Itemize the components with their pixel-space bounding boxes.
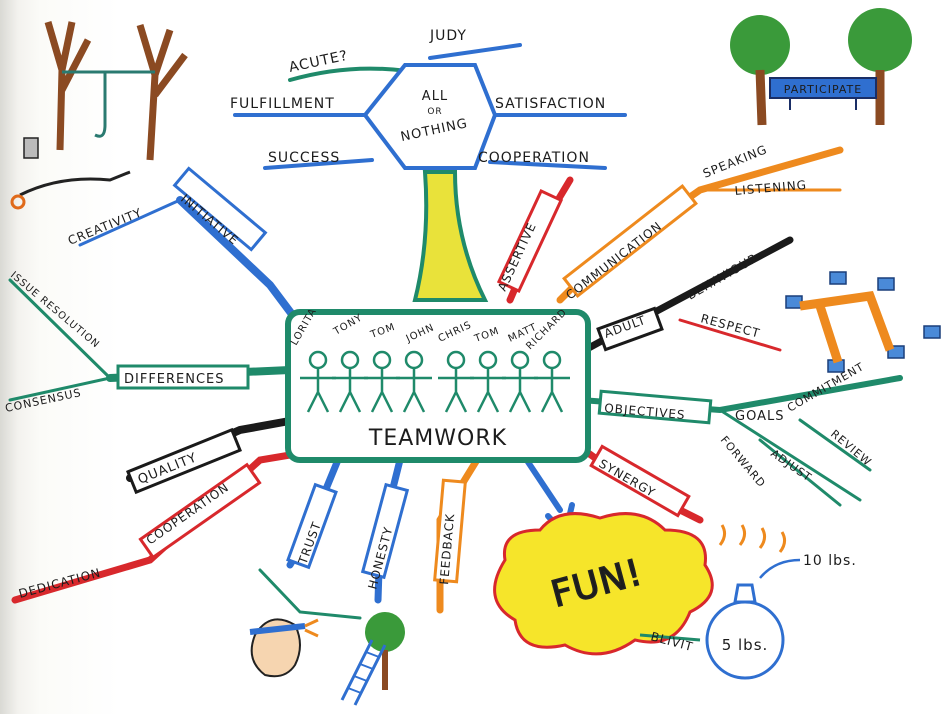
participate-tree-illustration: PARTICIPATE xyxy=(730,8,912,126)
tree-swing-illustration xyxy=(10,21,188,210)
label-weight-top: 10 lbs. xyxy=(803,553,857,569)
label-issue-resolution: ISSUE RESOLUTION xyxy=(8,270,101,351)
label-consensus: CONSENSUS xyxy=(4,386,83,415)
hexagon-line1: ALL xyxy=(422,89,448,104)
label-dedication: DEDICATION xyxy=(17,565,102,600)
label-communication: COMMUNICATION xyxy=(563,219,664,303)
blindfold-face-illustration xyxy=(249,618,319,678)
building-blocks-illustration xyxy=(785,271,941,373)
hexagon-branch-lines xyxy=(233,43,627,170)
ladder-tree-illustration xyxy=(340,612,405,706)
label-behaviour: BEHAVIOUR xyxy=(685,251,761,303)
label-goals: GOALS xyxy=(735,409,784,424)
label-differences: DIFFERENCES xyxy=(124,372,225,387)
weight-bag-illustration xyxy=(705,524,801,680)
teamwork-center-box xyxy=(285,309,591,463)
all-or-nothing-hexagon xyxy=(362,63,498,170)
branch-boxes xyxy=(116,166,713,584)
stick-figures xyxy=(300,350,570,413)
label-cooperation: COOPERATION xyxy=(144,480,232,547)
label-feedback: FEEDBACK xyxy=(437,512,457,585)
hex-branch-judy: JUDY xyxy=(429,28,467,44)
hex-branch-satisfaction: SATISFACTION xyxy=(495,96,606,112)
hexagon-line2: OR xyxy=(427,107,442,117)
label-weight-bag: 5 lbs. xyxy=(722,636,769,654)
hex-branch-cooperation: COOPERATION xyxy=(478,150,590,166)
center-title: TEAMWORK xyxy=(368,426,507,451)
hex-branch-success: SUCCESS xyxy=(268,150,340,166)
participate-sign: PARTICIPATE xyxy=(784,83,862,96)
hex-branch-fulfillment: FULFILLMENT xyxy=(230,96,335,112)
label-listening: LISTENING xyxy=(734,178,807,198)
label-review: REVIEW xyxy=(828,427,874,469)
fun-cloud xyxy=(493,512,714,656)
label-creativity: CREATIVITY xyxy=(66,205,144,248)
bluvit-line xyxy=(639,633,701,642)
trunk-to-hexagon xyxy=(412,170,489,302)
